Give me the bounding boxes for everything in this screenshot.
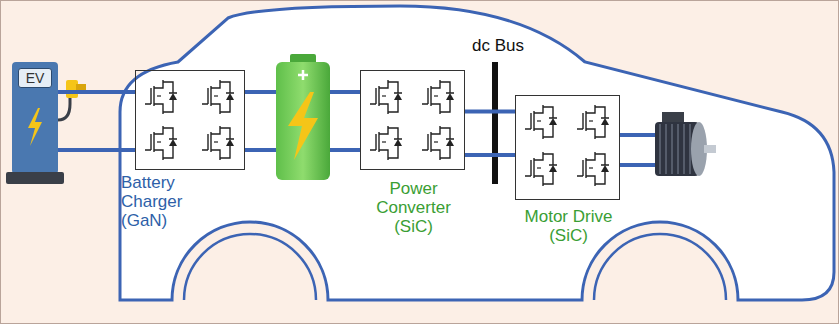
front-wheel [594,234,726,300]
block-label: Power Converter (SiC) [361,179,466,236]
power-wires [58,92,135,150]
car-outline [120,6,834,300]
converter-switches [370,80,454,160]
converter-bridge: Power Converter (SiC) [360,70,465,170]
block-label: Battery Charger (GaN) [121,173,201,230]
battery-wires [245,92,360,150]
drive-bridge: Motor Drive (SiC) [515,95,620,200]
charger-switches [145,80,234,160]
dc-bus-bar [492,62,498,184]
block-label: Motor Drive (SiC) [506,207,631,245]
charger-bridge: Battery Charger (GaN) [135,70,245,170]
motor-wires [620,135,655,165]
drive-switches [525,105,609,186]
charging-station [6,62,86,184]
rear-wheel [184,234,316,300]
motor-icon [655,112,716,176]
bus-label: dc Bus [472,36,524,56]
battery-icon [276,54,330,180]
screen-text: EV [18,68,52,88]
charging-station: EV [12,62,58,174]
power-wires [465,112,515,156]
